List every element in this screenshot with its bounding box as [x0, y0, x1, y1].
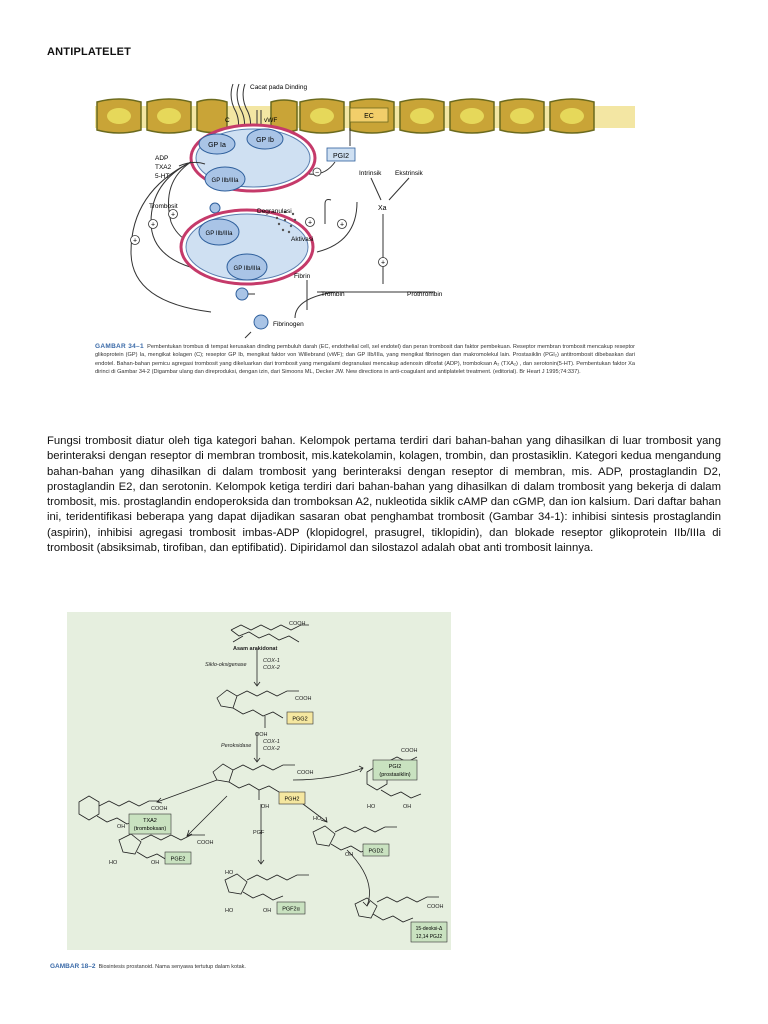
prostanoid-biosynthesis-figure: COOH Asam arakidonat Siklo-oksigenase CO…	[67, 612, 451, 950]
cooh-label-2: COOH	[295, 696, 312, 702]
intrinsik-label: Intrinsik	[359, 170, 382, 177]
ho-label-5: HO	[367, 804, 376, 810]
ec-label: EC	[364, 113, 374, 120]
gp-ia-label: GP Ia	[208, 142, 226, 149]
figure1-caption-text: Pembentukan trombus di tempat kerusakan …	[95, 344, 635, 375]
figure2-caption-text: Biosintesis prostanoid. Nama senyawa ter…	[99, 964, 246, 970]
adherent-platelet: GP Ia GP Ib GP IIb/IIIa	[191, 125, 315, 191]
deoksi-label: 15-deoksi-Δ	[416, 926, 443, 932]
gp-ib-label: GP Ib	[256, 137, 274, 144]
txa2-box-label: TXA2	[143, 818, 157, 824]
body-paragraph: Fungsi trombosit diatur oleh tiga katego…	[47, 434, 721, 556]
aktivasi-label: Aktivasi	[291, 236, 313, 243]
oh-label-3: OH	[151, 860, 159, 866]
ho-label-1: HO	[109, 860, 118, 866]
thrombus-formation-figure: EC Cacat pada Dinding C vWF GP Ia GP Ib …	[95, 82, 635, 340]
pgi2-box-label: PGI2	[389, 764, 402, 770]
cox2-label-2: COX-2	[263, 746, 280, 752]
oh-label-5: OH	[345, 852, 353, 858]
pgi2-label: PGI2	[333, 153, 349, 160]
oh-label-6: OH	[403, 804, 411, 810]
cooh-label-3: COOH	[297, 770, 314, 776]
cooh-label-1: COOH	[289, 621, 306, 627]
gp-iib-iiia-label-3: GP IIb/IIIa	[234, 266, 262, 272]
gp-iib-iiia-label-2: GP IIb/IIIa	[206, 231, 234, 237]
vwf-label: vWF	[264, 117, 277, 124]
peroksidase-label: Peroksidase	[221, 743, 251, 749]
fibrinogen-label: Fibrinogen	[273, 321, 304, 328]
trombin-label: Trombin	[321, 291, 345, 298]
plus-sign-5: +	[340, 222, 344, 229]
oh-label-4: OH	[263, 908, 271, 914]
figure1-caption-label: GAMBAR 34–1	[95, 343, 144, 350]
cooh-label-4: COOH	[151, 806, 168, 812]
wall-defect-label: Cacat pada Dinding	[250, 84, 307, 91]
xa-label: Xa	[378, 205, 387, 212]
cox1-label-1: COX-1	[263, 658, 280, 664]
page-heading: ANTIPLATELET	[47, 46, 131, 58]
ooh-label: OOH	[255, 732, 268, 738]
plus-sign-6: +	[381, 260, 385, 267]
cox2-label-1: COX-2	[263, 665, 280, 671]
collagen-label: C	[225, 117, 230, 124]
ho-label-2: HO	[225, 870, 234, 876]
siklo-oksigenase-label: Siklo-oksigenase	[205, 662, 247, 668]
plus-sign-3: +	[171, 212, 175, 219]
pgf2a-box-label: PGF2α	[282, 907, 300, 913]
pgg2-box-label: PGG2	[292, 717, 307, 723]
cooh-label-5: COOH	[197, 840, 214, 846]
adp-label: ADP	[155, 155, 168, 162]
plus-sign-2: +	[151, 222, 155, 229]
fibrin-label: Fibrin	[294, 273, 311, 280]
figure2-caption: GAMBAR 18–2 Biosintesis prostanoid. Nama…	[50, 963, 246, 970]
cox1-label-2: COX-1	[263, 739, 280, 745]
plus-sign-4: +	[308, 220, 312, 227]
oh-label-1: OH	[261, 804, 269, 810]
endothelial-wall: EC	[95, 99, 635, 133]
oh-label-2: OH	[117, 824, 125, 830]
prostasiklin-label: (prostasiklin)	[379, 772, 410, 778]
plus-sign-1: +	[133, 238, 137, 245]
figure2-caption-label: GAMBAR 18–2	[50, 963, 96, 970]
pgj2-box-label: 12,14 PGJ2	[416, 934, 443, 940]
txa2-label: TXA2	[155, 164, 172, 171]
ekstrinsik-label: Ekstrinsik	[395, 170, 424, 177]
cooh-label-7: COOH	[427, 904, 444, 910]
minus-sign-1: −	[315, 170, 319, 177]
trombosit-label: Trombosit	[149, 203, 178, 210]
cooh-label-6: COOH	[401, 748, 418, 754]
pge2-box-label: PGE2	[171, 857, 186, 863]
pgh2-box-label: PGH2	[285, 797, 300, 803]
pgf-label: PGF	[253, 830, 265, 836]
ho-label-4: HO	[313, 816, 322, 822]
asam-arakidonat-label: Asam arakidonat	[233, 646, 277, 652]
degranulasi-label: Degranulasi	[257, 208, 292, 215]
tromboksan-label: (tromboksan)	[134, 826, 167, 832]
pgd2-box-label: PGD2	[369, 849, 384, 855]
ho-label-3: HO	[225, 908, 234, 914]
gp-iib-iiia-label-1: GP IIb/IIIa	[212, 178, 240, 184]
protrombin-label: Prothrombin	[407, 291, 443, 298]
figure1-caption: GAMBAR 34–1 Pembentukan trombus di tempa…	[95, 343, 635, 376]
